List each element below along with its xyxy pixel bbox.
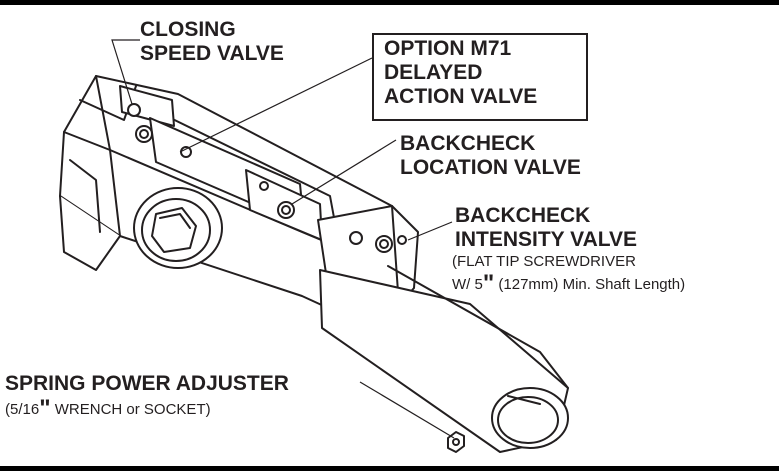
backcheck-intensity-line2: INTENSITY VALVE xyxy=(455,228,638,251)
wrench-note-b: WRENCH or SOCKET) xyxy=(50,401,211,418)
option-m71-line2: DELAYED xyxy=(384,61,483,84)
wrench-note-a: (5/16 xyxy=(5,401,40,418)
backcheck-location-valve-screw xyxy=(277,201,295,219)
top-border-rule xyxy=(0,0,779,5)
wrench-note: (5/16" WRENCH or SOCKET) xyxy=(5,395,211,422)
inch-mark: " xyxy=(39,395,51,422)
closing-speed-valve-label: CLOSING SPEED VALVE xyxy=(140,18,284,66)
leader-option-m71 xyxy=(179,57,373,153)
leader-backcheck-intensity xyxy=(407,221,453,241)
option-m71-line1: OPTION M71 xyxy=(384,37,512,60)
leader-closing-speed xyxy=(111,39,140,105)
closing-speed-valve-line1: CLOSING xyxy=(140,18,236,41)
option-m71-line3: ACTION VALVE xyxy=(384,85,538,108)
screwdriver-note: (FLAT TIP SCREWDRIVER W/ 5" (127mm) Min.… xyxy=(452,251,685,296)
screwdriver-note-line2: W/ 5" (127mm) Min. Shaft Length) xyxy=(452,270,686,297)
closing-speed-valve-line2: SPEED VALVE xyxy=(140,42,284,65)
screwdriver-note-line2-b: (127mm) Min. Shaft Length) xyxy=(494,276,686,293)
backcheck-intensity-valve-label: BACKCHECK INTENSITY VALVE xyxy=(455,204,637,252)
leader-spring-power xyxy=(359,381,455,439)
leader-backcheck-location xyxy=(291,139,397,205)
inch-mark: " xyxy=(482,270,495,297)
backcheck-intensity-line1: BACKCHECK xyxy=(455,204,591,227)
spring-power-adjuster-title: SPRING POWER ADJUSTER xyxy=(5,372,289,395)
spring-cylinder xyxy=(319,265,569,453)
option-m71-box: OPTION M71 DELAYED ACTION VALVE xyxy=(372,33,588,121)
backcheck-location-line2: LOCATION VALVE xyxy=(400,156,581,179)
backcheck-location-valve-label: BACKCHECK LOCATION VALVE xyxy=(400,132,581,180)
spring-power-adjuster-nut xyxy=(447,431,465,453)
closing-speed-valve-screw xyxy=(127,103,153,143)
bottom-border-rule xyxy=(0,466,779,471)
backcheck-location-line1: BACKCHECK xyxy=(400,132,536,155)
spring-power-adjuster-label: SPRING POWER ADJUSTER xyxy=(5,372,289,396)
screwdriver-note-line1: (FLAT TIP SCREWDRIVER xyxy=(452,253,636,270)
pinion-shaft xyxy=(133,187,223,269)
screwdriver-note-line2-a: W/ 5 xyxy=(452,276,483,293)
